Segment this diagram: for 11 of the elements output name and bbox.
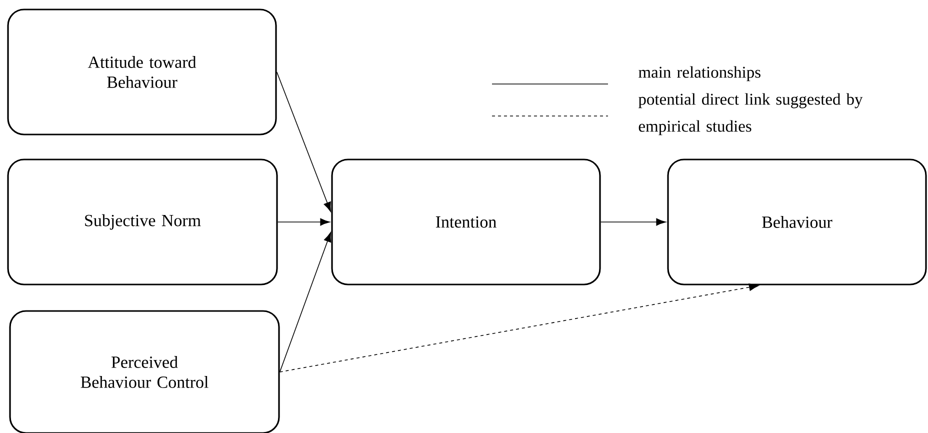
arrow — [279, 232, 332, 372]
process-box: Attitude toward Behaviour — [7, 8, 277, 136]
process-box: Perceived Behaviour Control — [9, 310, 280, 433]
process-box: Intention — [331, 158, 601, 286]
process-box: Subjective Norm — [7, 158, 278, 286]
legend-text: main relationships potential direct link suggested by empirical studies — [638, 66, 863, 136]
process-box: Behaviour — [667, 158, 927, 286]
arrow — [277, 218, 330, 226]
arrow — [279, 284, 759, 372]
arrow — [600, 218, 666, 226]
arrow — [276, 72, 331, 212]
